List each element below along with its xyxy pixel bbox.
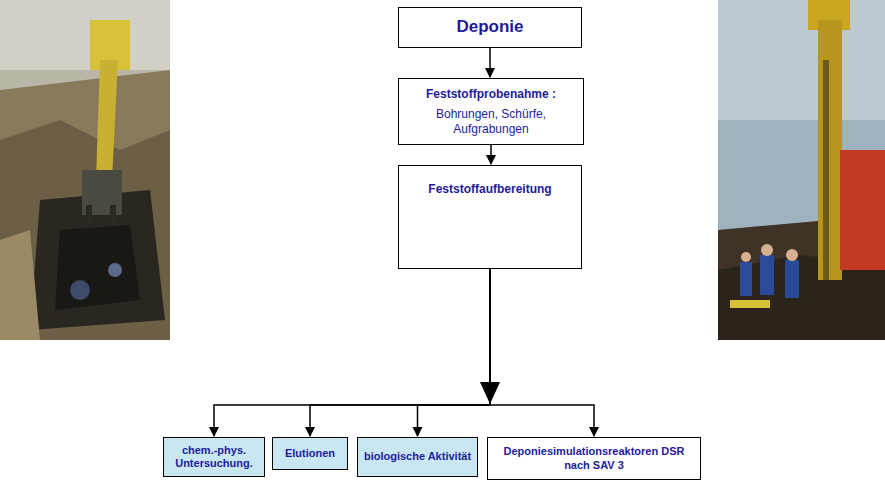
site-box: Deponie — [398, 7, 582, 48]
flow-arrow — [490, 269, 594, 436]
box-detail: Bohrungen, Schürfe, Aufgrabungen — [403, 107, 579, 136]
flow-arrow — [418, 269, 491, 436]
box-label: Feststoffprobenahme : — [426, 87, 556, 101]
box-label: biologische Aktivität — [364, 450, 471, 463]
flow-arrow — [489, 48, 491, 77]
elution-box: Elutionen — [272, 437, 348, 470]
box-label: Deponie — [456, 17, 523, 37]
flow-arrow — [310, 269, 490, 436]
flow-arrow — [490, 145, 492, 164]
box-label: Deponiesimulationsreaktoren DSR nach SAV… — [492, 445, 696, 471]
box-label: Elutionen — [285, 447, 335, 460]
preparation-box: Feststoffaufbereitung — [398, 165, 582, 269]
reactor-box: Deponiesimulationsreaktoren DSR nach SAV… — [487, 437, 701, 480]
box-label: chem.-phys. Untersuchung. — [168, 444, 260, 470]
biology-box: biologische Aktivität — [357, 437, 478, 477]
sampling-box: Feststoffprobenahme : Bohrungen, Schürfe,… — [398, 78, 584, 145]
box-label: Feststoffaufbereitung — [428, 182, 551, 196]
analysis-box: chem.-phys. Untersuchung. — [163, 437, 265, 477]
flow-arrow — [214, 269, 490, 436]
excavator-photo — [0, 0, 170, 340]
drilling-rig-photo — [718, 0, 885, 340]
